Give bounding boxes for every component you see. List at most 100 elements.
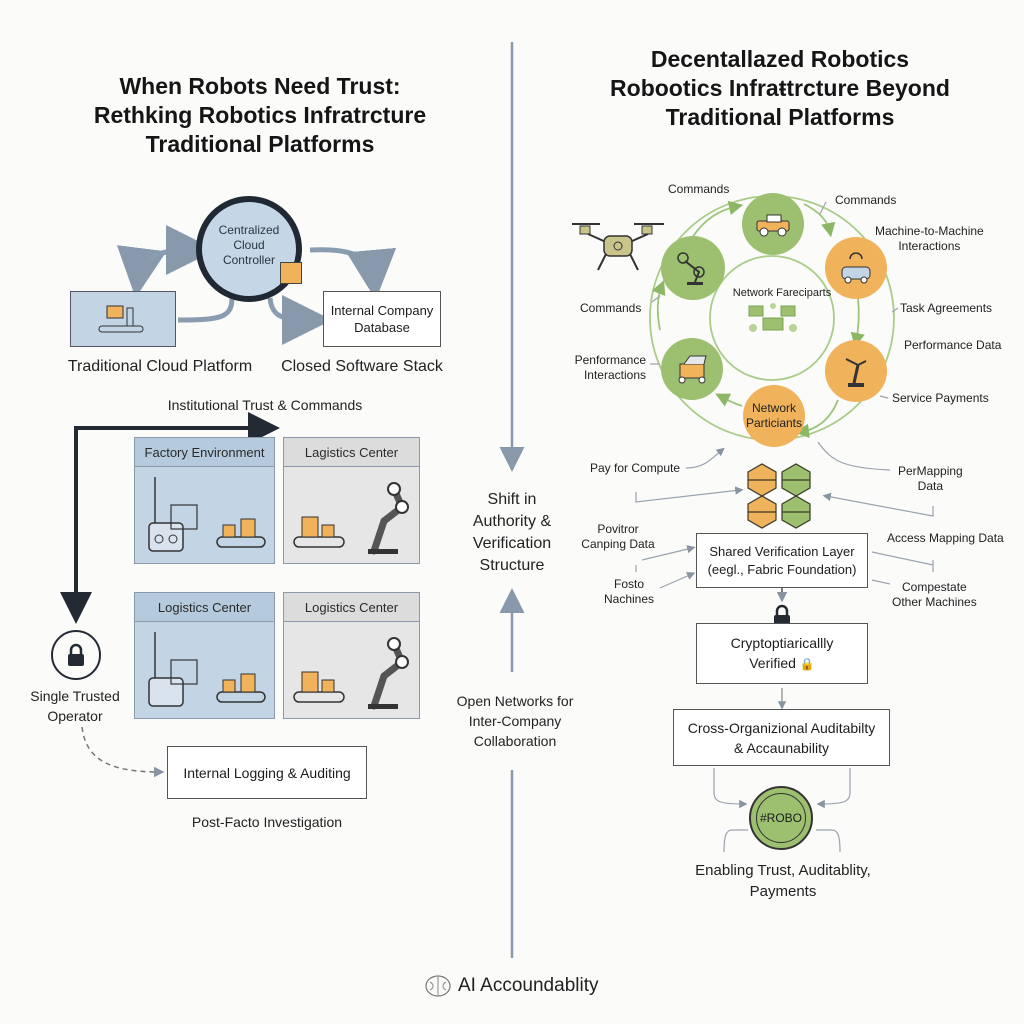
left-title-line: Rethking Robotics Infratrcture <box>93 102 427 128</box>
label-line: Other Machines <box>892 595 977 609</box>
shared-layer-line: (eegl., Fabric Foundation) <box>707 561 857 577</box>
label-m2m: Machine-to-Machine Interactions <box>875 224 984 254</box>
label-line: PerMapping <box>898 464 963 478</box>
panel-title: Factory Environment <box>135 438 274 467</box>
footer-label: AI Accoundablity <box>458 975 599 996</box>
shared-verification-layer: Shared Verification Layer (eegl., Fabric… <box>696 533 868 588</box>
panel-logistics-center-2: Logistics Center <box>283 592 420 719</box>
node-rover <box>825 237 887 299</box>
right-title-line: Decentallazed Robotics <box>650 46 910 72</box>
controller-label: Cloud <box>233 237 265 252</box>
vehicle-icon <box>756 214 790 237</box>
ring-arrow <box>794 399 839 439</box>
label-povitror: Povitror Canping Data <box>576 522 660 552</box>
panel-title: Logistics Center <box>135 593 274 622</box>
controller-label: Controller <box>222 252 275 267</box>
label-task-agreements: Task Agreements <box>900 301 993 315</box>
factory-robot-icon <box>148 632 266 707</box>
ring-arrow <box>651 279 666 331</box>
centralized-cloud-controller: Centralized Cloud Controller <box>196 196 302 302</box>
left-title: When Robots Need Trust: Rethking Robotic… <box>40 72 480 159</box>
label-m2m-line: Interactions <box>898 239 961 253</box>
ring-inner <box>709 255 835 381</box>
node-cart <box>661 338 723 400</box>
label-access-mapping: Access Mapping Data <box>887 531 1004 545</box>
cross-org-auditability-box: Cross-Organizional Auditabilty & Accauna… <box>673 709 890 766</box>
label-line: Fosto <box>614 577 645 591</box>
traditional-cloud-label: Traditional Cloud Platform <box>67 358 253 375</box>
label-performance-interactions: Penformance Interactions <box>568 353 646 383</box>
panel-title: Lagistics Center <box>284 438 419 467</box>
factory-robot-icon <box>148 477 266 552</box>
ring-arrow <box>850 297 865 348</box>
open-networks-label: Open Networks for Inter-Company Collabor… <box>440 691 590 751</box>
conveyor-icon <box>98 305 144 333</box>
shared-layer-line: Shared Verification Layer <box>709 543 855 559</box>
industrial-arm-icon <box>845 358 867 387</box>
open-networks-line: Collaboration <box>473 733 557 749</box>
robot-arm-icon <box>293 482 409 555</box>
network-center-label: Network Fareciparts <box>732 287 832 299</box>
cart-robot-icon <box>678 355 707 384</box>
panel-factory-environment: Factory Environment <box>134 437 275 564</box>
enabling-line: Enabling Trust, Auditablity, <box>695 862 871 879</box>
right-title: Decentallazed Robotics Robootics Infraŧt… <box>560 45 1000 132</box>
cryptographically-verified-box: Cryptoptiaricallly Verified 🔒 <box>696 623 868 684</box>
left-title-line: Traditional Platforms <box>145 131 375 157</box>
robot-arm-icon <box>293 637 409 710</box>
crypto-line: Verified <box>749 655 796 671</box>
cross-org-line: Cross-Organizional Auditabilty <box>687 719 876 736</box>
operator-label-line: Operator <box>47 708 103 724</box>
label-line: Penformance <box>574 353 646 367</box>
node-network-participants: Network Particiants <box>743 385 805 447</box>
post-facto-label: Post-Facto Investigation <box>191 814 343 830</box>
institutional-trust-label: Institutional Trust & Commands <box>167 397 363 413</box>
label-service-payments: Service Payments <box>892 391 989 405</box>
closed-stack-label: Closed Software Stack <box>281 358 443 375</box>
node-robot-arm <box>661 236 725 300</box>
label-commands-right: Commands <box>835 193 897 207</box>
panel-title: Logistics Center <box>284 593 419 622</box>
label-line: Data <box>917 479 944 493</box>
callout-lines <box>635 201 934 589</box>
package-icon <box>280 262 302 284</box>
node-industrial-arm <box>825 340 887 402</box>
label-line: Compestate <box>902 580 967 594</box>
lock-icon: 🔒 <box>799 657 815 671</box>
database-label: Internal Company <box>330 303 434 318</box>
operator-label: Single Trusted Operator <box>20 686 130 726</box>
right-title-line: Traditional Platforms <box>665 104 895 130</box>
open-networks-line: Open Networks for <box>456 693 574 709</box>
shift-label-line: Structure <box>479 557 545 574</box>
ring-arrow <box>691 200 744 239</box>
traditional-cloud-platform-box <box>70 291 176 347</box>
label-m2m-line: Machine-to-Machine <box>875 224 984 238</box>
label-commands-left: Commands <box>580 301 642 315</box>
drone-icon <box>572 223 664 271</box>
dashed-arrow-logging <box>81 726 165 778</box>
controller-label: Centralized <box>218 222 280 237</box>
ring-arrow <box>803 203 836 238</box>
blockchain-blocks-icon <box>747 463 811 529</box>
logging-label: Internal Logging & Auditing <box>183 764 351 781</box>
label-line: Canping Data <box>581 537 655 551</box>
rover-icon <box>841 252 871 284</box>
brain-icon <box>425 975 451 997</box>
enabling-line: Payments <box>749 883 817 900</box>
robot-arm-icon <box>677 252 705 285</box>
internal-database-box: Internal Company Database <box>323 291 441 347</box>
enabling-label: Enabling Trust, Auditablity, Payments <box>680 860 886 902</box>
connector-token-left <box>723 829 748 853</box>
left-title-line: When Robots Need Trust: <box>119 73 401 99</box>
network-hub-icon <box>748 303 797 332</box>
database-label: Database <box>354 320 410 335</box>
open-networks-line: Inter-Company <box>468 713 562 729</box>
connector-controller-platform <box>177 297 235 323</box>
robo-token: #ROBO <box>749 786 813 850</box>
footer: AI Accoundablity <box>424 974 598 998</box>
arrow-platform-to-controller <box>148 225 216 276</box>
network-participants-label: Network <box>751 401 796 415</box>
shift-label-line: Verification <box>472 535 552 552</box>
right-title-line: Robootics Infraŧtrcture Beyond <box>610 75 950 101</box>
label-pay-for-compute: Pay for Compute <box>590 461 681 475</box>
